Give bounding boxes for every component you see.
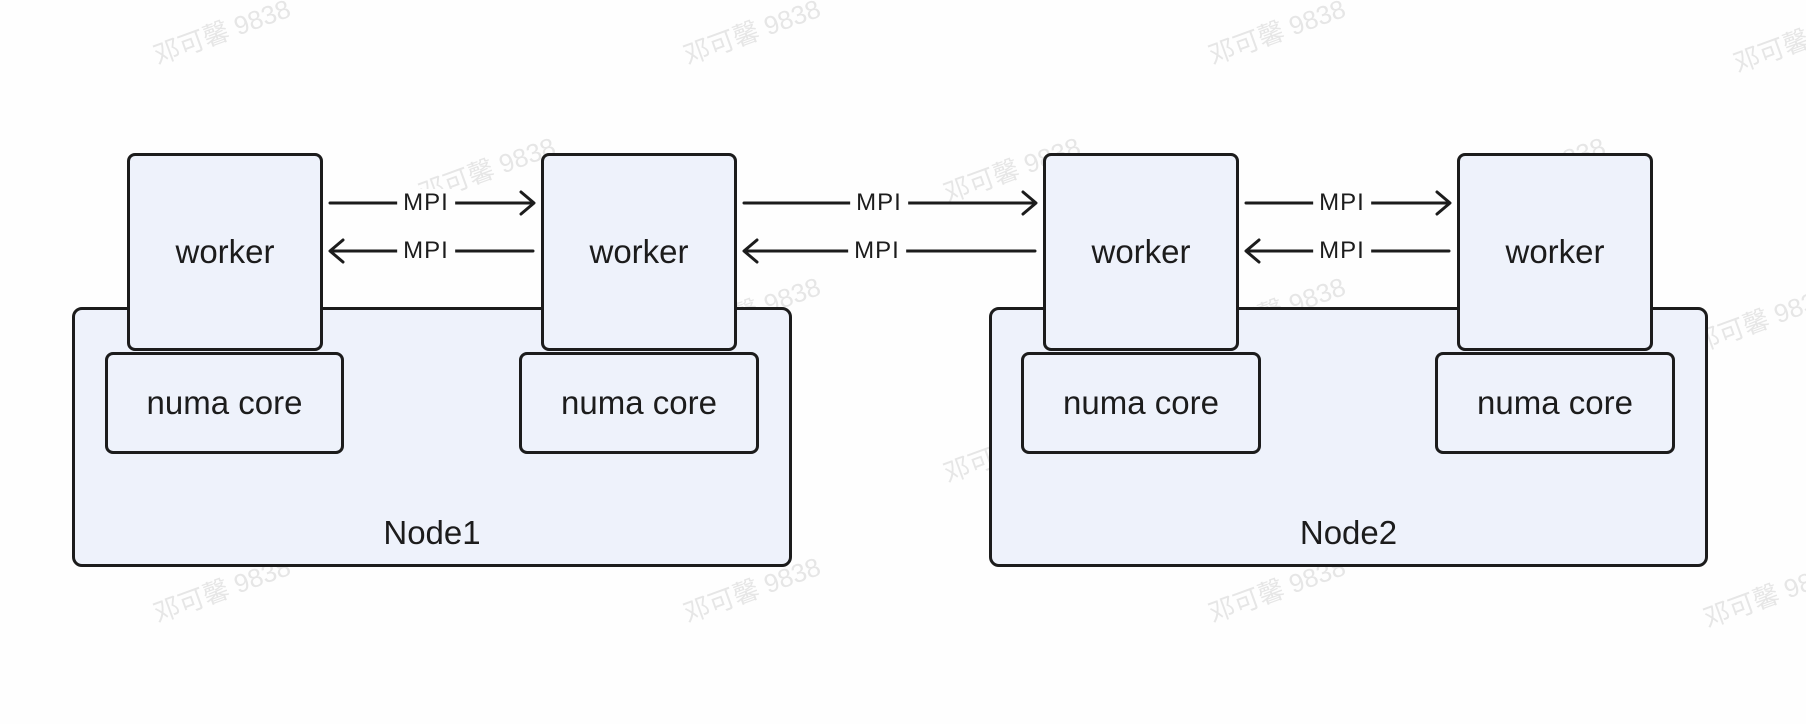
node-label: Node1 bbox=[383, 514, 481, 551]
mpi-label: MPI bbox=[397, 237, 455, 265]
mpi-label: MPI bbox=[397, 189, 455, 217]
worker-box: worker bbox=[1457, 153, 1653, 351]
node-label: Node2 bbox=[1299, 514, 1398, 551]
worker-box: worker bbox=[127, 153, 323, 351]
mpi-label: MPI bbox=[848, 237, 906, 265]
arrowhead-left-icon bbox=[1244, 238, 1261, 264]
numa-core-box: numa core bbox=[105, 352, 344, 454]
worker-box: worker bbox=[541, 153, 737, 351]
arrowhead-left-icon bbox=[328, 238, 345, 264]
mpi-label: MPI bbox=[1313, 237, 1371, 265]
worker-box: worker bbox=[1043, 153, 1239, 351]
numa-core-box: numa core bbox=[1435, 352, 1675, 454]
mpi-label: MPI bbox=[850, 189, 908, 217]
arrowhead-left-icon bbox=[742, 238, 759, 264]
arrowhead-right-icon bbox=[1435, 190, 1452, 216]
numa-core-box: numa core bbox=[1021, 352, 1261, 454]
arrowhead-right-icon bbox=[519, 190, 536, 216]
numa-core-box: numa core bbox=[519, 352, 759, 454]
arrowhead-right-icon bbox=[1021, 190, 1038, 216]
mpi-label: MPI bbox=[1313, 189, 1371, 217]
